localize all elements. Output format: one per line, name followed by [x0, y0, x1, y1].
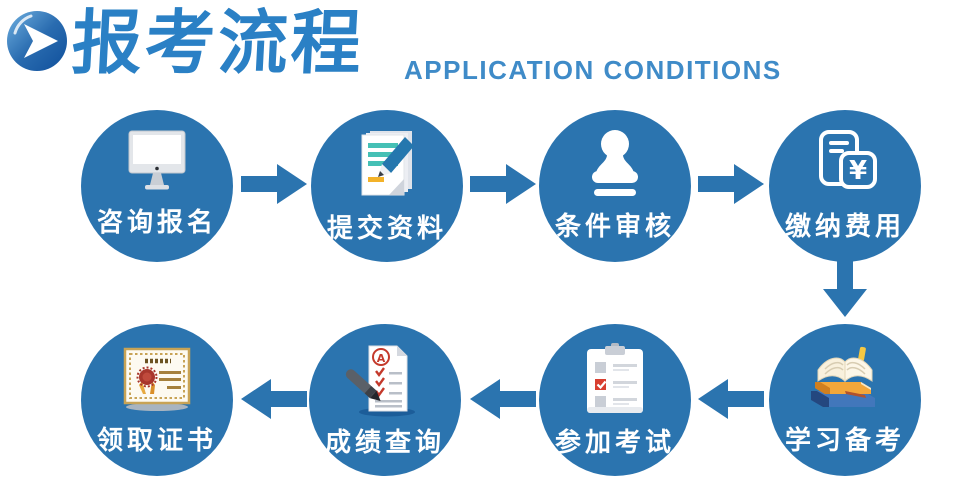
arrow-left-icon: [470, 379, 536, 419]
step-label: 参加考试: [554, 427, 675, 457]
books-icon: [811, 346, 875, 407]
score-sheet-pen-icon: A: [345, 345, 415, 417]
step-label: 领取证书: [96, 425, 217, 455]
step-study-prepare: 学习备考: [769, 324, 921, 476]
svg-text:¥: ¥: [849, 156, 867, 186]
step-get-certificate: 领取证书: [81, 324, 233, 476]
payment-yuan-icon: ¥: [819, 130, 877, 189]
clipboard-checklist-icon: [587, 343, 643, 413]
step-label: 提交资料: [326, 213, 447, 243]
step-pay-fees: ¥ 缴纳费用: [769, 110, 921, 262]
stamp-icon: [592, 130, 638, 196]
step-label: 咨询报名: [96, 207, 217, 237]
computer-monitor-icon: [128, 130, 186, 190]
arrow-down-icon: [823, 261, 867, 317]
arrow-right-icon: [698, 164, 764, 204]
arrow-right-icon: [241, 164, 307, 204]
step-label: 学习备考: [784, 425, 905, 455]
certificate-icon: [123, 347, 191, 411]
step-label: 成绩查询: [324, 427, 445, 457]
step-submit-materials: 提交资料: [311, 110, 463, 262]
page-subtitle: APPLICATION CONDITIONS: [404, 55, 782, 85]
step-condition-review: 条件审核: [539, 110, 691, 262]
arrow-left-icon: [241, 379, 307, 419]
step-label: 缴纳费用: [784, 211, 905, 241]
step-consult-register: 咨询报名: [81, 110, 233, 262]
arrow-left-icon: [698, 379, 764, 419]
svg-text:A: A: [377, 352, 386, 365]
step-score-inquiry: A 成绩查询: [309, 324, 461, 476]
play-icon: [7, 11, 67, 71]
step-label: 条件审核: [554, 211, 675, 241]
step-take-exam: 参加考试: [539, 324, 691, 476]
arrow-right-icon: [470, 164, 536, 204]
page-title: 报考流程: [69, 4, 367, 82]
document-pen-icon: [361, 131, 414, 196]
